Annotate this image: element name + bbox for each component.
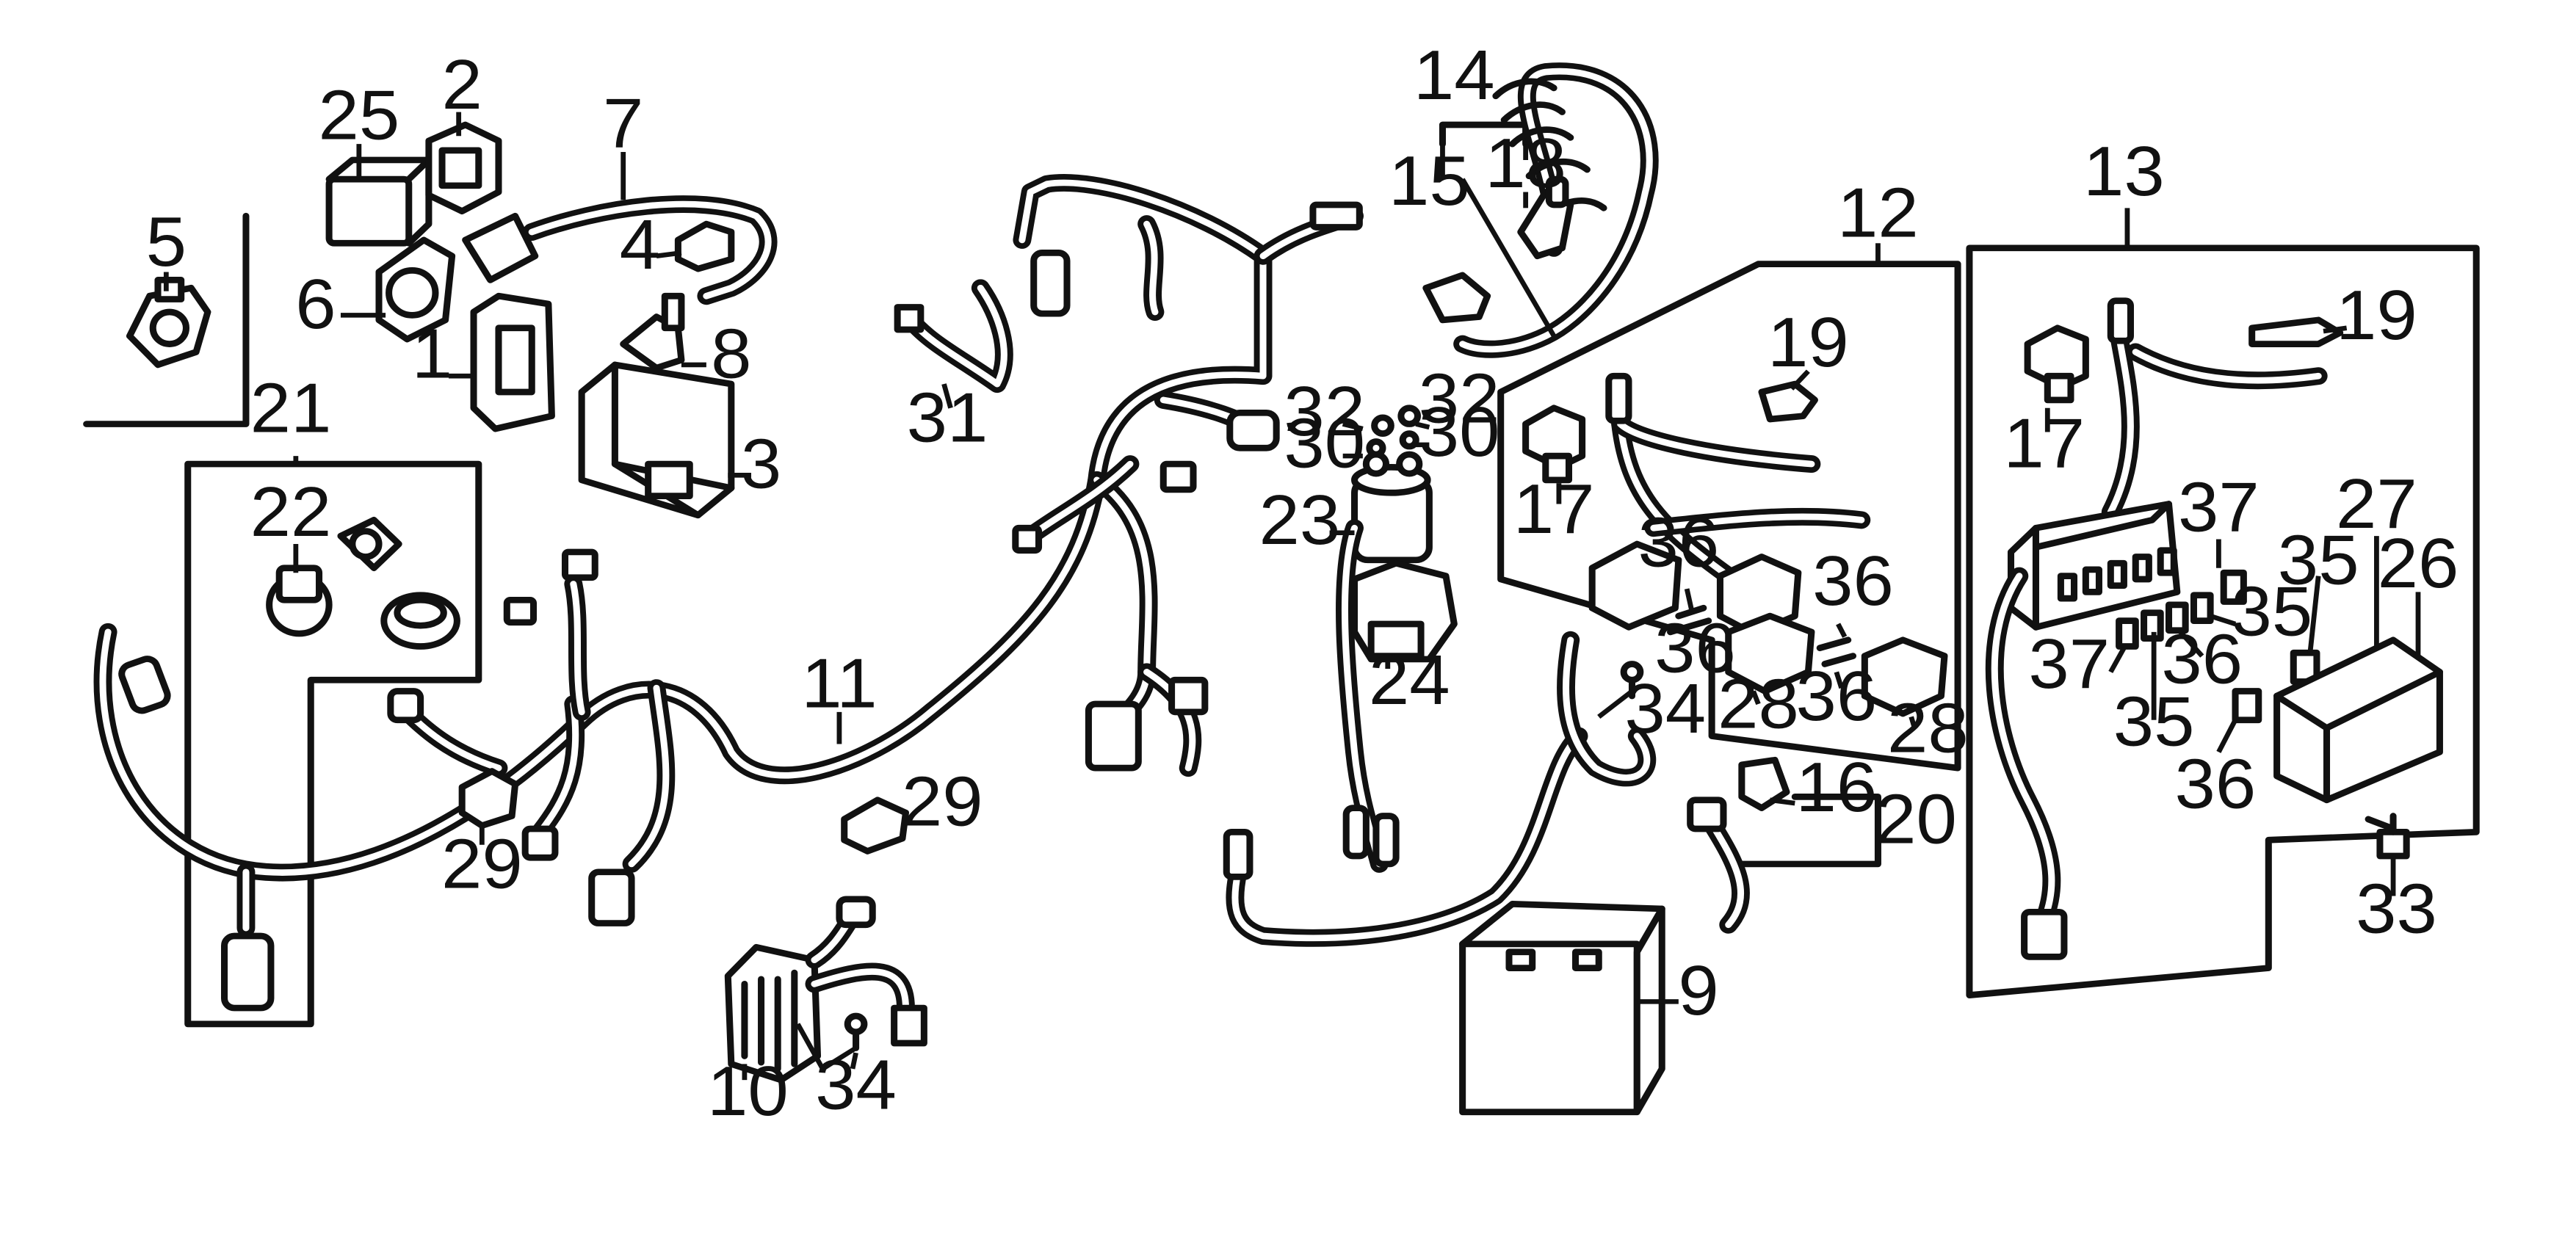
- label-part-7: 7: [603, 84, 643, 162]
- harness-connectors: [118, 201, 1363, 1012]
- label-part-18: 18: [1485, 124, 1566, 203]
- label-part-2: 2: [441, 46, 482, 124]
- label-part-16: 16: [1795, 748, 1877, 827]
- label-part-29a: 29: [441, 824, 523, 903]
- label-part-30b: 30: [1419, 393, 1500, 471]
- label-part-36a: 36: [1638, 503, 1719, 581]
- label-part-37b: 37: [2028, 625, 2110, 703]
- part-14-cable: [1453, 62, 1659, 358]
- part-3-cdi-unit: [578, 361, 735, 519]
- label-part-19b: 19: [2336, 276, 2417, 355]
- part-7-switch-wire: [462, 195, 778, 305]
- part-8-cap: [620, 292, 685, 371]
- label-part-17a: 17: [1513, 469, 1595, 548]
- label-part-28b: 28: [1887, 689, 1969, 767]
- group-13-parts: [1985, 297, 2443, 960]
- label-part-35a: 35: [2231, 572, 2312, 650]
- label-part-3: 3: [741, 424, 781, 503]
- label-part-34b: 34: [1624, 670, 1706, 748]
- part-22-switch: [266, 516, 460, 650]
- part-23-starter-relay: [1336, 404, 1433, 873]
- label-part-4: 4: [620, 206, 660, 284]
- battery-cables: [1223, 631, 1790, 947]
- part-25-relay: [325, 156, 433, 247]
- part-2-cover: [425, 121, 502, 215]
- label-part-19a: 19: [1768, 303, 1849, 382]
- part-18-cap: [1517, 175, 1574, 260]
- label-part-27: 27: [2336, 465, 2417, 543]
- part-1-bracket: [470, 292, 555, 432]
- label-part-13: 13: [2083, 132, 2165, 211]
- label-part-22: 22: [250, 473, 332, 551]
- label-part-29b: 29: [902, 762, 983, 841]
- label-part-1: 1: [412, 314, 452, 393]
- part-29-clips: [458, 768, 909, 855]
- label-part-36c: 36: [1812, 542, 1894, 620]
- label-part-35b: 35: [2278, 520, 2359, 599]
- part-4-clip: [674, 220, 735, 272]
- group-12-parts: [1522, 372, 1948, 717]
- label-part-10: 10: [707, 1052, 789, 1131]
- label-part-26: 26: [2378, 524, 2459, 603]
- part-10-regulator: [724, 896, 927, 1084]
- label-part-20: 20: [1875, 780, 1957, 858]
- label-part-24: 24: [1369, 641, 1450, 719]
- label-part-36f: 36: [2174, 744, 2256, 823]
- label-part-11: 11: [801, 644, 877, 722]
- part-6-housing: [375, 236, 456, 343]
- label-part-17b: 17: [2003, 404, 2085, 482]
- label-part-5: 5: [146, 202, 187, 280]
- label-part-21: 21: [250, 369, 332, 447]
- label-part-32b: 32: [1419, 359, 1500, 438]
- label-part-12: 12: [1837, 173, 1919, 252]
- label-part-36b: 36: [1654, 609, 1736, 687]
- label-part-6: 6: [295, 264, 336, 343]
- label-part-32a: 32: [1284, 371, 1365, 450]
- part-31-wire-clip: [894, 279, 1013, 393]
- label-part-34a: 34: [815, 1045, 897, 1124]
- label-part-31: 31: [907, 378, 988, 457]
- part-number-labels: 1 2 3 4 5 6 7 8 9 10 11 12 13 14 15 16 1…: [146, 36, 2459, 1131]
- label-part-36e: 36: [2161, 620, 2243, 698]
- label-part-14: 14: [1414, 36, 1495, 115]
- label-part-33: 33: [2356, 869, 2437, 948]
- label-part-15: 15: [1389, 142, 1470, 220]
- part-24-relay-cover: [1351, 559, 1458, 663]
- label-part-30a: 30: [1284, 404, 1365, 482]
- label-part-28a: 28: [1718, 664, 1799, 743]
- leader-lines: [163, 112, 2421, 1081]
- part-5-clamp: [126, 277, 211, 369]
- part-9-battery: [1459, 901, 1665, 1116]
- label-part-8: 8: [711, 314, 751, 393]
- label-part-25: 25: [318, 76, 399, 154]
- label-part-9: 9: [1678, 951, 1718, 1029]
- label-part-37a: 37: [2178, 468, 2260, 546]
- part-15-boot: [1422, 272, 1491, 324]
- label-part-36d: 36: [1795, 656, 1877, 735]
- label-part-23: 23: [1259, 481, 1340, 559]
- label-part-35c: 35: [2113, 682, 2195, 761]
